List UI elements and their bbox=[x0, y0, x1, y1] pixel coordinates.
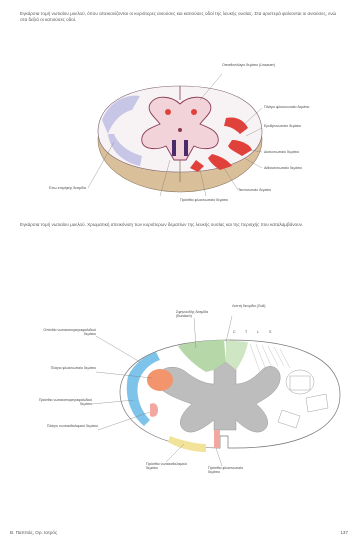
fig2-label-left-2: Πλάγιο φλοιονωτιαίο δεμάτιο bbox=[40, 366, 96, 370]
fig2-label-left-1: Οπίσθιο νωτιαιοπαρεγκεφαλιδικό δεμάτιο bbox=[40, 328, 96, 337]
figure-2-pink-anterior-corticospinal bbox=[214, 430, 220, 448]
fig2-label-bottom-1: Πρόσθιο νωτιαιοθαλαμικό δεμάτιο bbox=[146, 462, 192, 471]
fig2-segment-l: L bbox=[257, 330, 259, 334]
fig2-segment-t: T bbox=[245, 330, 247, 334]
fig2-segment-c: C bbox=[233, 330, 236, 334]
fig2-label-top-1: Λεπτή δεσμίδα (Goll) bbox=[232, 304, 272, 308]
figure-2-orange-corticospinal bbox=[147, 369, 173, 391]
fig2-segment-s: S bbox=[269, 330, 271, 334]
footer-author: Β. Παππάς, Ορ. Ιατρός bbox=[10, 530, 57, 535]
fig2-label-bottom-2: Πρόσθιο φλοιονωτιαίο δεμάτιο bbox=[208, 466, 252, 475]
fig2-label-left-4: Πλάγιο νωτιαιοθαλαμικό δεμάτιο bbox=[40, 424, 98, 428]
fig2-label-top-2: Σφηνοειδής δεσμίδα (Burdach) bbox=[176, 310, 222, 319]
fig2-label-left-3: Πρόσθιο νωτιαιοπαρεγκεφαλιδικό δεμάτιο bbox=[36, 398, 92, 407]
footer-page-number: 137 bbox=[340, 530, 348, 535]
